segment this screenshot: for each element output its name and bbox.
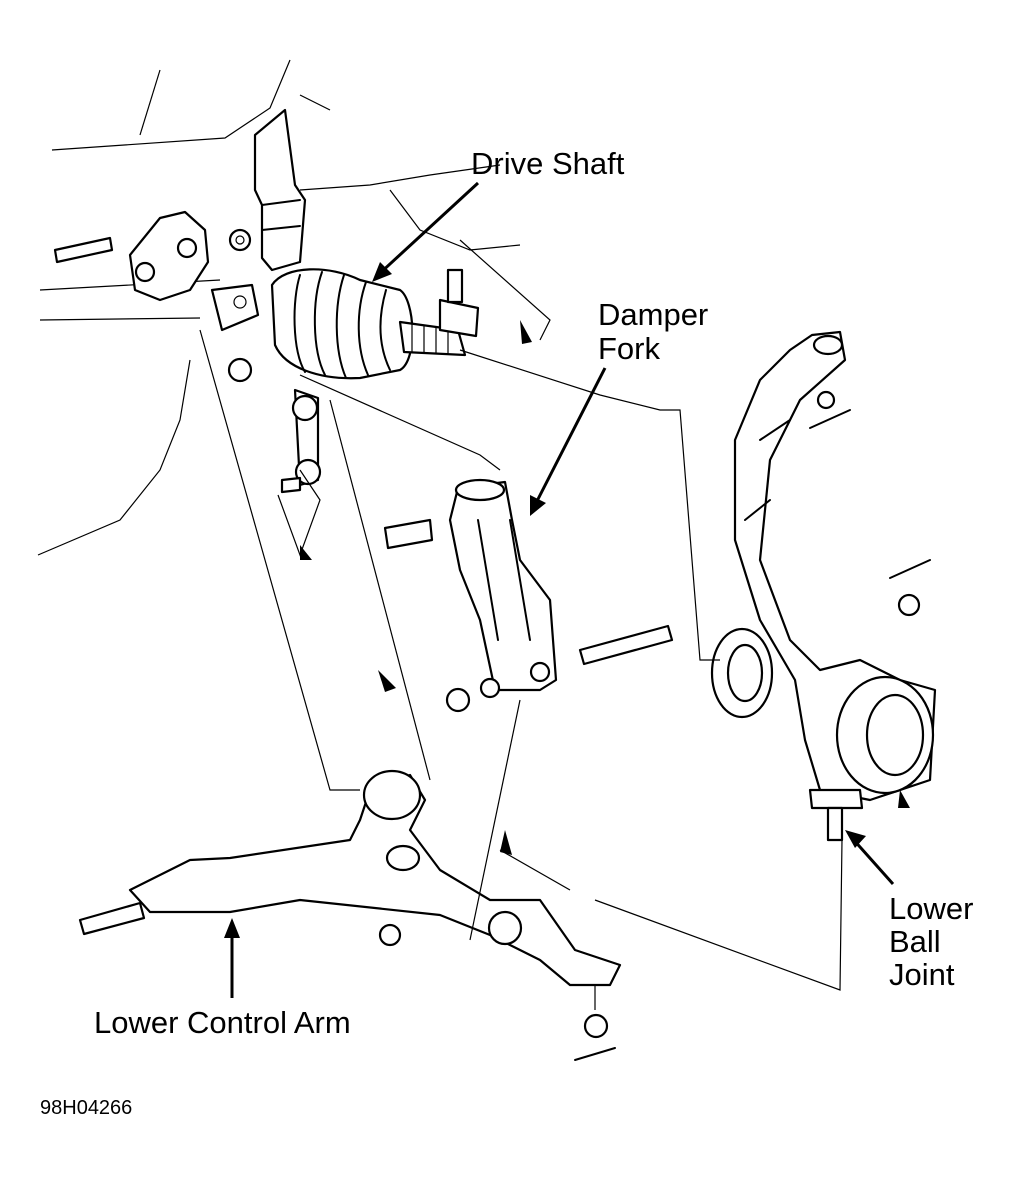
stabilizer-link [210,283,322,494]
figure-code: 98H04266 [40,1097,133,1119]
drive-shaft-leader [372,181,480,282]
lower-ball-joint-label-line3: Joint [889,957,955,992]
assembly-lines [199,239,843,1010]
damper-fork-label-line2: Fork [598,331,660,366]
lower-control-arm-label: Lower Control Arm [94,1005,351,1040]
drive-shaft-boot [270,268,467,380]
upper-bracket [53,210,252,302]
steering-knuckle [733,330,937,842]
lower-ball-joint-label-line1: Lower [889,891,974,926]
lower-ball-joint-label-line2: Ball [889,924,941,959]
lower-control-arm-part [78,769,622,1039]
damper-fork-leader [530,367,607,516]
cotter-pins [574,409,931,1061]
strut-assembly [253,108,307,272]
lower-control-arm-leader [224,918,240,998]
damper-fork-label-line1: Damper [598,297,709,332]
drive-shaft-label: Drive Shaft [471,146,625,181]
hub-seal [710,627,774,719]
tie-rod-end [438,268,480,338]
assembly-arrows [300,320,910,855]
chassis-outline [37,59,521,556]
damper-fork-part [383,478,674,713]
lower-ball-joint-leader [845,830,895,885]
